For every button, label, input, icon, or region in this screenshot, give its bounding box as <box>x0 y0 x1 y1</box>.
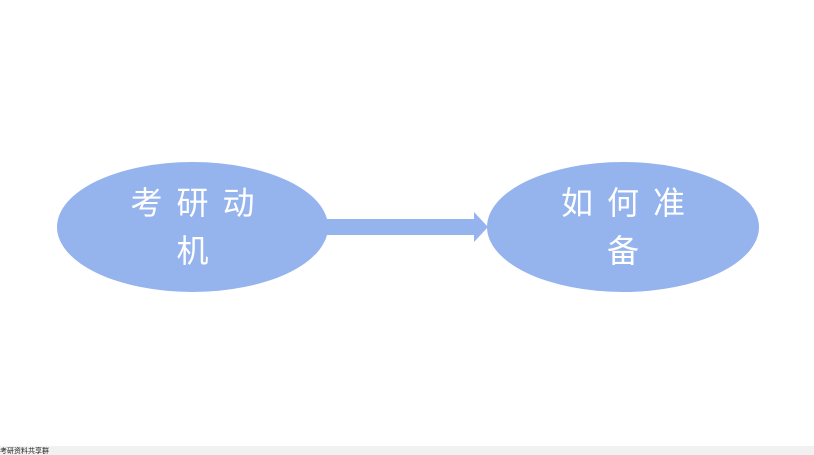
node-motivation-label: 考研动机 <box>130 184 269 270</box>
footer-watermark-text: 考研资料共享群 <box>0 447 49 455</box>
footer-strip <box>0 446 814 455</box>
node-preparation-label: 如何准备 <box>560 184 699 270</box>
node-motivation: 考研动机 <box>57 162 328 292</box>
arrow-shape <box>326 212 488 242</box>
node-preparation: 如何准备 <box>487 162 759 292</box>
